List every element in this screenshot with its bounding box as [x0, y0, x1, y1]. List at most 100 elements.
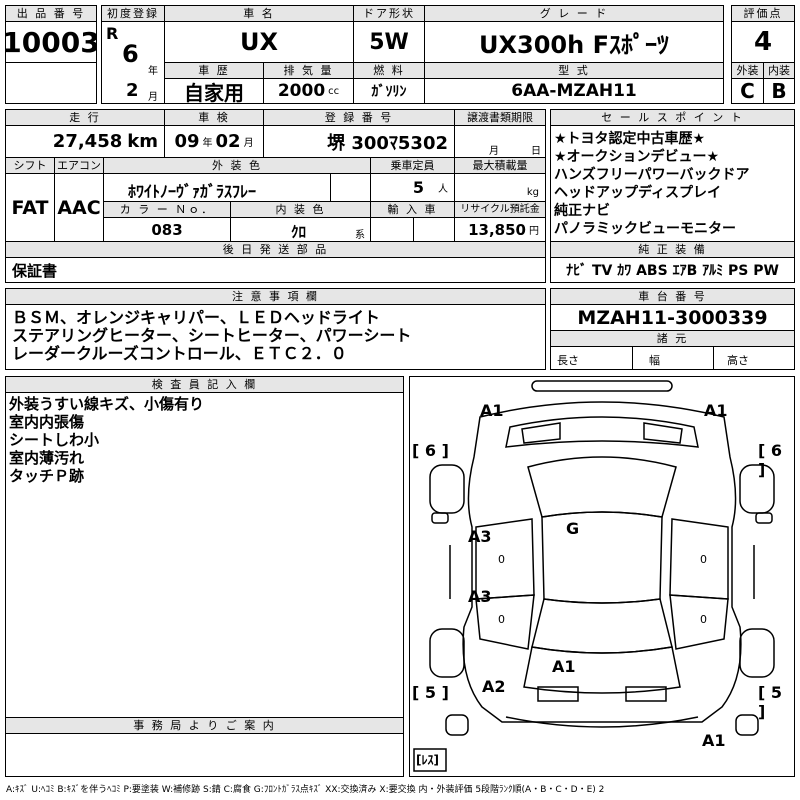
grade: UX300h Fｽﾎﾟｰﾂ	[424, 21, 724, 63]
score: 4	[731, 21, 795, 63]
mileage: 27,458	[52, 131, 123, 152]
inspector-line: 室内薄汚れ	[9, 449, 85, 467]
header-later-parts: 後 日 発 送 部 品	[5, 241, 546, 258]
car-name: UX	[164, 21, 354, 63]
header-ext: 外装	[731, 62, 764, 79]
int-grade: B	[763, 78, 795, 104]
inspector-line: 室内内張傷	[9, 413, 85, 431]
import-cell	[370, 217, 455, 242]
header-history: 車 歴	[164, 62, 264, 79]
header-displacement: 排 気 量	[263, 62, 354, 79]
office-notes	[5, 733, 404, 777]
header-reg-no: 登 録 番 号	[263, 109, 455, 126]
later-parts: 保証書	[5, 257, 546, 283]
header-mileage: 走 行	[5, 109, 165, 126]
note-line: レーダークルーズコントロール、ＥＴＣ２．０	[12, 344, 347, 363]
inspector-notes: 外装うすい線キズ、小傷有り 室内内張傷 シートしわ小 室内薄汚れ タッチＰ跡	[5, 392, 404, 718]
first-reg-month: 2	[126, 80, 139, 101]
header-chassis: 車 台 番 号	[550, 288, 795, 305]
mileage-unit: km	[127, 131, 158, 152]
header-ac: エアコン	[54, 157, 104, 174]
header-dims: 諸 元	[550, 330, 795, 347]
chassis: MZAH11-3000339	[550, 304, 795, 331]
ext-color: ﾎﾜｲﾄﾉｰｳﾞｧｶﾞﾗｽﾌﾚｰ	[128, 182, 257, 201]
header-transfer: 譲渡書類期限	[454, 109, 546, 126]
sales-point: ヘッドアップディスプレイ	[554, 185, 722, 201]
header-inspector: 検 査 員 記 入 欄	[5, 376, 404, 393]
car-diagram: A1 A1 [ 6 ] [ 6 ] G A3 0 0 A3 0 0 A1 A2 …	[409, 376, 795, 777]
mark-tire-fr: [ 6 ]	[758, 441, 783, 479]
displacement-unit: cc	[328, 85, 340, 97]
lot-number: 10003	[5, 21, 97, 63]
fuel: ｶﾞｿﾘﾝ	[353, 78, 425, 104]
transfer-month-unit: 月	[489, 146, 499, 157]
max-load-unit: kg	[526, 187, 539, 198]
header-recycle: リサイクル預託金	[454, 201, 546, 218]
header-color-no: カ ラ ー Ｎｏ．	[103, 201, 231, 218]
model-code: 6AA-MZAH11	[424, 78, 724, 104]
dims-divider	[713, 347, 714, 369]
ext-color-divider	[330, 174, 331, 201]
header-inspection: 車 検	[164, 109, 264, 126]
ext-grade: C	[731, 78, 764, 104]
max-load-cell: kg	[454, 173, 546, 202]
header-sales-points: セ ー ル ス ポ イ ン ト	[550, 109, 795, 126]
mark-g-glass: G	[566, 519, 580, 538]
header-genuine-equip: 純 正 装 備	[550, 241, 795, 258]
mark-spare: [ﾚｽ]	[416, 753, 439, 767]
history: 自家用	[164, 78, 264, 104]
dims-divider	[632, 347, 633, 369]
header-int: 内装	[763, 62, 795, 79]
sales-point: ハンズフリーパワーバックドア	[554, 167, 750, 183]
mark-zero: 0	[700, 613, 707, 626]
header-grade: グ レ ー ド	[424, 5, 724, 22]
first-reg-era: R	[106, 24, 119, 43]
sales-point: 純正ナビ	[554, 203, 610, 219]
transfer-day-unit: 日	[531, 146, 541, 157]
reg-no: 堺 300ﾏ5302	[263, 125, 455, 158]
first-reg-cell: R 6 年 2 月	[101, 21, 165, 104]
header-first-reg: 初度登録	[101, 5, 165, 22]
mark-a1-top-left: A1	[480, 401, 504, 420]
header-max-load: 最大積載量	[454, 157, 546, 174]
sales-point: ★オークションデビュー★	[554, 149, 720, 165]
dims-width: 幅	[649, 354, 660, 367]
header-ext-color: 外 装 色	[103, 157, 371, 174]
header-door: ドア形状	[353, 5, 425, 22]
legend: A:ｷｽﾞ U:ﾍｺﾐ B:ｷｽﾞを伴うﾍｺﾐ P:要塗装 W:補修跡 S:錆 …	[6, 785, 605, 795]
inspector-line: タッチＰ跡	[9, 467, 85, 485]
dims-height: 高さ	[727, 354, 749, 367]
sales-points: ★トヨタ認定中古車歴★ ★オークションデビュー★ ハンズフリーパワーバックドア …	[550, 125, 795, 242]
ext-color-cell: ﾎﾜｲﾄﾉｰｳﾞｧｶﾞﾗｽﾌﾚｰ	[103, 173, 371, 202]
transfer-cell: 月 日	[454, 125, 546, 158]
inspection-year-unit: 年	[202, 138, 213, 149]
mark-a1-bottom: A1	[702, 731, 726, 750]
dims-cell: 長さ 幅 高さ	[550, 346, 795, 370]
first-reg-year: 6	[122, 40, 139, 68]
header-fuel: 燃 料	[353, 62, 425, 79]
header-car-name: 車 名	[164, 5, 354, 22]
first-reg-year-unit: 年	[148, 66, 158, 77]
mark-zero: 0	[498, 553, 505, 566]
mark-zero: 0	[498, 613, 505, 626]
inspection-month: 02	[215, 131, 241, 152]
mark-a1-rear: A1	[552, 657, 576, 676]
displacement: 2000	[277, 81, 326, 101]
header-shift: シフト	[5, 157, 55, 174]
mark-tire-rr: [ 5 ]	[758, 683, 783, 721]
mark-tire-fl: [ 6 ]	[412, 441, 449, 460]
mark-zero: 0	[700, 553, 707, 566]
mark-a1-top-right: A1	[704, 401, 728, 420]
capacity-unit: 人	[438, 184, 448, 195]
shift: FAT	[5, 173, 55, 242]
int-color: ｸﾛ	[291, 223, 307, 241]
header-lot-no: 出 品 番 号	[5, 5, 97, 22]
inspection-month-unit: 月	[243, 138, 254, 149]
car-outline	[413, 380, 775, 772]
ac: AAC	[54, 173, 104, 242]
int-color-unit: 系	[355, 230, 365, 241]
notes: ＢＳＭ、オレンジキャリパー、ＬＥＤヘッドライト ステアリングヒーター、シートヒー…	[5, 304, 546, 370]
header-model-code: 型 式	[424, 62, 724, 79]
header-capacity: 乗車定員	[370, 157, 455, 174]
